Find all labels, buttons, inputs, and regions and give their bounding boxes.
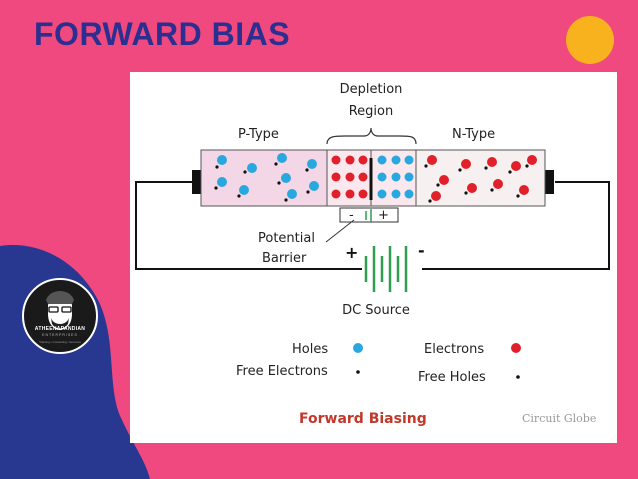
depletion-label-line1: Depletion: [340, 82, 403, 97]
dc-source-label: DC Source: [342, 303, 410, 318]
logo-name: ATHEENAPANDIAN: [34, 326, 86, 332]
wire-right: [422, 181, 610, 270]
wire-left: [135, 181, 362, 270]
brand-logo: ATHEENAPANDIAN ENTERPRISES Training • Co…: [22, 278, 98, 354]
p-type-label: P-Type: [238, 127, 279, 142]
legend-electron-marker: [511, 343, 521, 353]
legend-electrons-label: Electrons: [424, 342, 484, 357]
source-minus: -: [418, 241, 425, 260]
barrier-label-line2: Barrier: [262, 251, 307, 266]
legend-free-hole-marker: [516, 375, 520, 379]
depletion-brace: [326, 127, 417, 145]
dc-battery: [364, 246, 408, 292]
legend-free-electron-marker: [356, 370, 360, 374]
forward-biasing-caption: Forward Biasing: [299, 411, 427, 427]
terminal-left: [192, 170, 201, 194]
depletion-blue-ions: [377, 155, 414, 199]
logo-tagline: Training • Consulting • Services: [39, 340, 81, 344]
barrier-pointer: [325, 219, 355, 243]
barrier-plus: +: [378, 208, 389, 223]
slide-title: FORWARD BIAS: [34, 16, 291, 52]
forward-bias-diagram: Depletion Region P-Type N-Type - + Poten…: [135, 82, 610, 427]
n-type-label: N-Type: [452, 127, 495, 142]
depletion-label-line2: Region: [349, 104, 394, 119]
face-icon: [46, 291, 74, 330]
legend-hole-marker: [353, 343, 363, 353]
depletion-red-ions: [331, 155, 368, 199]
n-type-carriers: [424, 155, 537, 203]
barrier-box: [339, 207, 399, 223]
logo-subtitle: ENTERPRISES: [42, 333, 78, 337]
legend-holes-label: Holes: [292, 342, 328, 357]
legend-free-holes-label: Free Holes: [418, 370, 486, 385]
barrier-minus: -: [349, 208, 354, 223]
terminal-right: [545, 170, 554, 194]
watermark: Circuit Globe: [522, 412, 596, 425]
legend-free-electrons-label: Free Electrons: [236, 364, 328, 379]
diagram-panel: Depletion Region P-Type N-Type - + Poten…: [130, 72, 617, 443]
decorative-circle: [566, 16, 614, 64]
barrier-label-line1: Potential: [258, 231, 315, 246]
source-plus: +: [345, 243, 358, 262]
p-type-carriers: [214, 153, 319, 202]
